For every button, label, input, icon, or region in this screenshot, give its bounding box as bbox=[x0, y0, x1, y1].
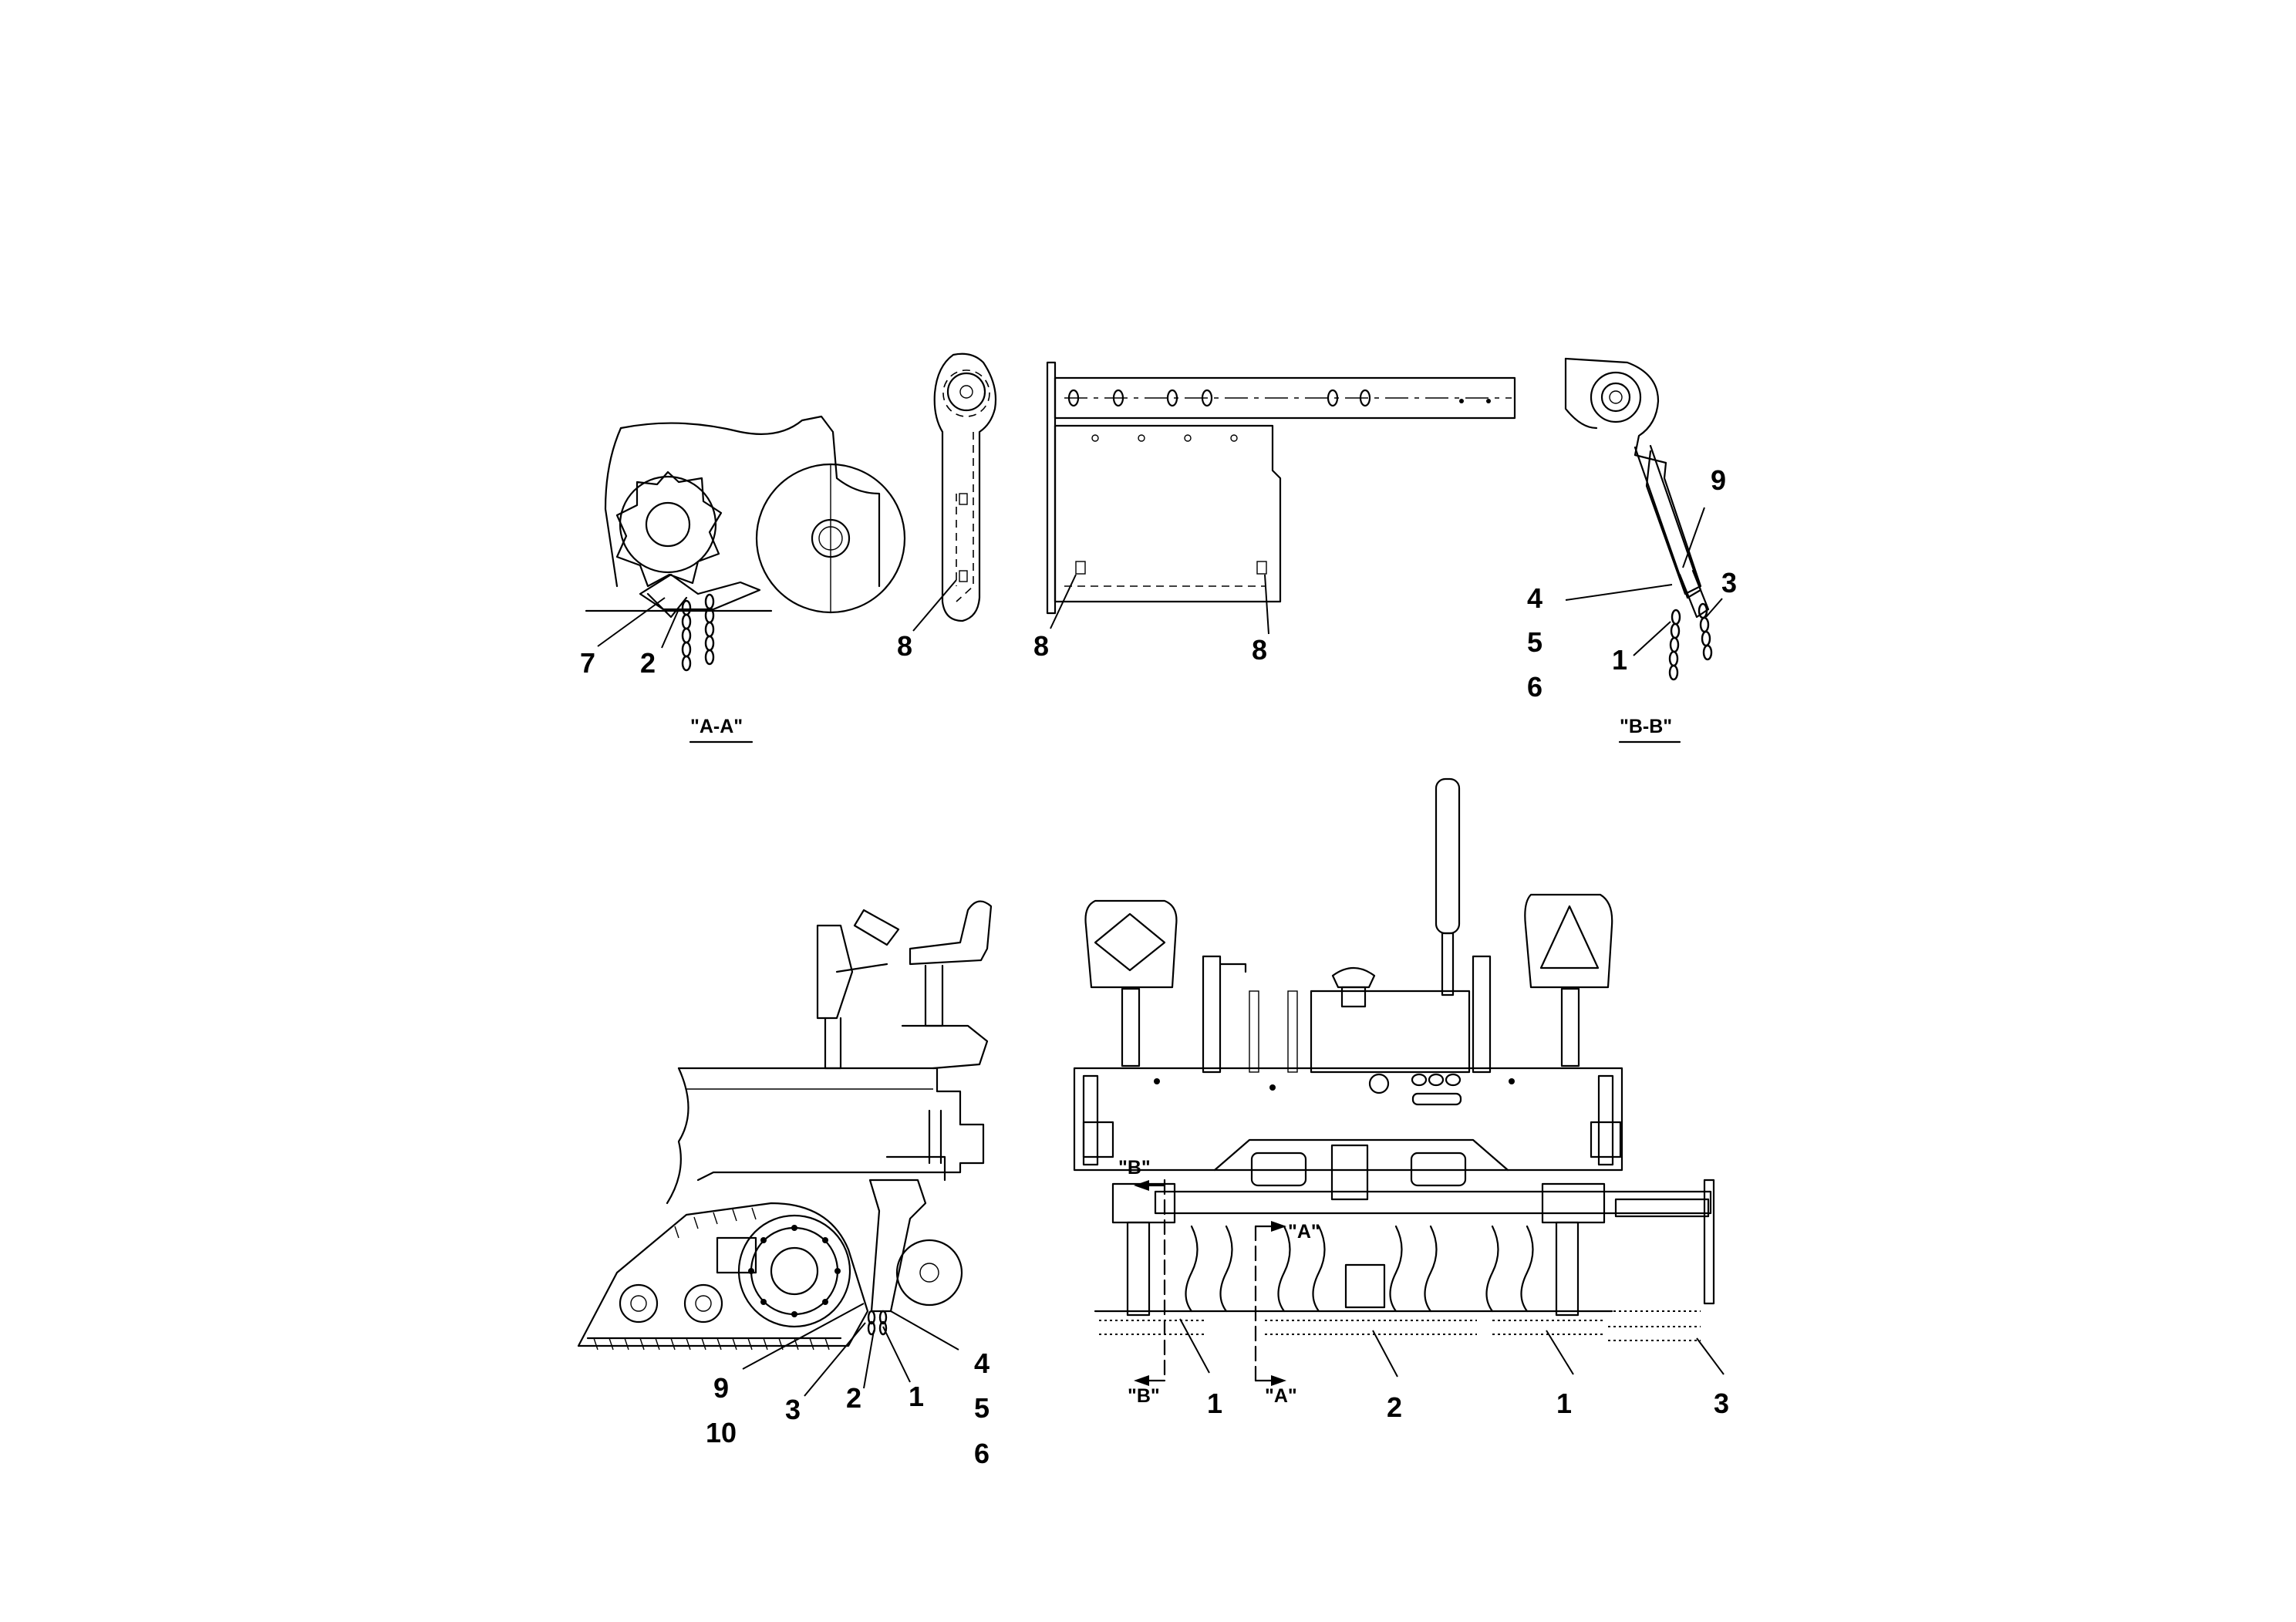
machine-side-view: 9 10 3 2 1 4 5 6 bbox=[577, 900, 993, 1469]
chain-aa-2 bbox=[704, 593, 715, 666]
callout-rear-2: 2 bbox=[1387, 1391, 1402, 1423]
callout-side-2: 2 bbox=[846, 1382, 861, 1414]
callout-rear-1-left: 1 bbox=[1207, 1388, 1222, 1419]
callout-aa-2: 2 bbox=[640, 647, 656, 679]
callout-side-9: 9 bbox=[713, 1372, 729, 1404]
callout-side-5: 5 bbox=[974, 1392, 990, 1424]
callout-bb-9: 9 bbox=[1711, 464, 1726, 496]
chain-bb-1 bbox=[1668, 609, 1681, 681]
section-mark-b-bottom: "B" bbox=[1128, 1385, 1160, 1407]
callout-rear-1-right: 1 bbox=[1556, 1388, 1572, 1419]
warning-lamp-left bbox=[1084, 899, 1178, 1067]
section-mark-a-top: "A" bbox=[1288, 1221, 1320, 1243]
idler-wheels bbox=[619, 1236, 757, 1324]
callout-bracket-8: 8 bbox=[897, 630, 912, 662]
section-aa-view: 7 2 "A-A" bbox=[580, 415, 906, 744]
callout-bb-5: 5 bbox=[1527, 626, 1542, 658]
section-label-bb: "B-B" bbox=[1620, 716, 1672, 737]
callout-bb-1: 1 bbox=[1612, 644, 1627, 676]
roller-disc bbox=[755, 463, 906, 614]
chain-side bbox=[867, 1310, 888, 1336]
callout-side-6: 6 bbox=[974, 1438, 990, 1469]
callout-side-3: 3 bbox=[785, 1394, 801, 1425]
sprocket-gear bbox=[615, 470, 723, 588]
chain-bb-2 bbox=[1698, 602, 1713, 661]
hydraulic-drive bbox=[1250, 1144, 1467, 1201]
callout-rear-3: 3 bbox=[1714, 1388, 1729, 1419]
depth-gauge-left bbox=[1249, 990, 1298, 1073]
section-mark-a-bottom: "A" bbox=[1265, 1385, 1297, 1407]
callout-side-10: 10 bbox=[706, 1417, 737, 1448]
plate-front-view: 8 8 bbox=[1033, 361, 1516, 666]
section-mark-b-top: "B" bbox=[1118, 1157, 1151, 1179]
control-panel bbox=[1154, 1073, 1515, 1106]
callout-side-1: 1 bbox=[909, 1381, 924, 1412]
section-bb-view: 9 4 5 6 3 1 "B-B" bbox=[1527, 357, 1737, 744]
section-cut-b bbox=[1134, 1179, 1166, 1386]
exhaust-stack bbox=[1435, 777, 1461, 996]
drive-wheel bbox=[737, 1214, 851, 1328]
callout-bb-6: 6 bbox=[1527, 671, 1542, 703]
section-cut-a bbox=[1254, 1221, 1286, 1386]
side-roller bbox=[895, 1239, 963, 1307]
auger-flights bbox=[1185, 1225, 1534, 1313]
plate-holes bbox=[1091, 434, 1238, 442]
callout-plate-8-left: 8 bbox=[1033, 630, 1049, 662]
callout-bb-4: 4 bbox=[1527, 582, 1542, 614]
chain-aa-1 bbox=[681, 599, 692, 672]
operator-seat bbox=[853, 900, 993, 1027]
machine-rear-view: "B" "A" "B" "A" 1 2 1 3 bbox=[1073, 777, 1729, 1423]
beam-slots bbox=[1067, 389, 1491, 407]
callout-plate-8-right: 8 bbox=[1252, 634, 1267, 666]
callout-side-4: 4 bbox=[974, 1347, 990, 1379]
section-label-aa: "A-A" bbox=[690, 716, 743, 737]
steering-console bbox=[816, 924, 888, 1070]
warning-lamp-right bbox=[1524, 893, 1613, 1067]
callout-bb-3: 3 bbox=[1721, 567, 1737, 599]
bracket-side-view: 8 bbox=[897, 352, 997, 662]
callout-aa-7: 7 bbox=[580, 647, 595, 679]
